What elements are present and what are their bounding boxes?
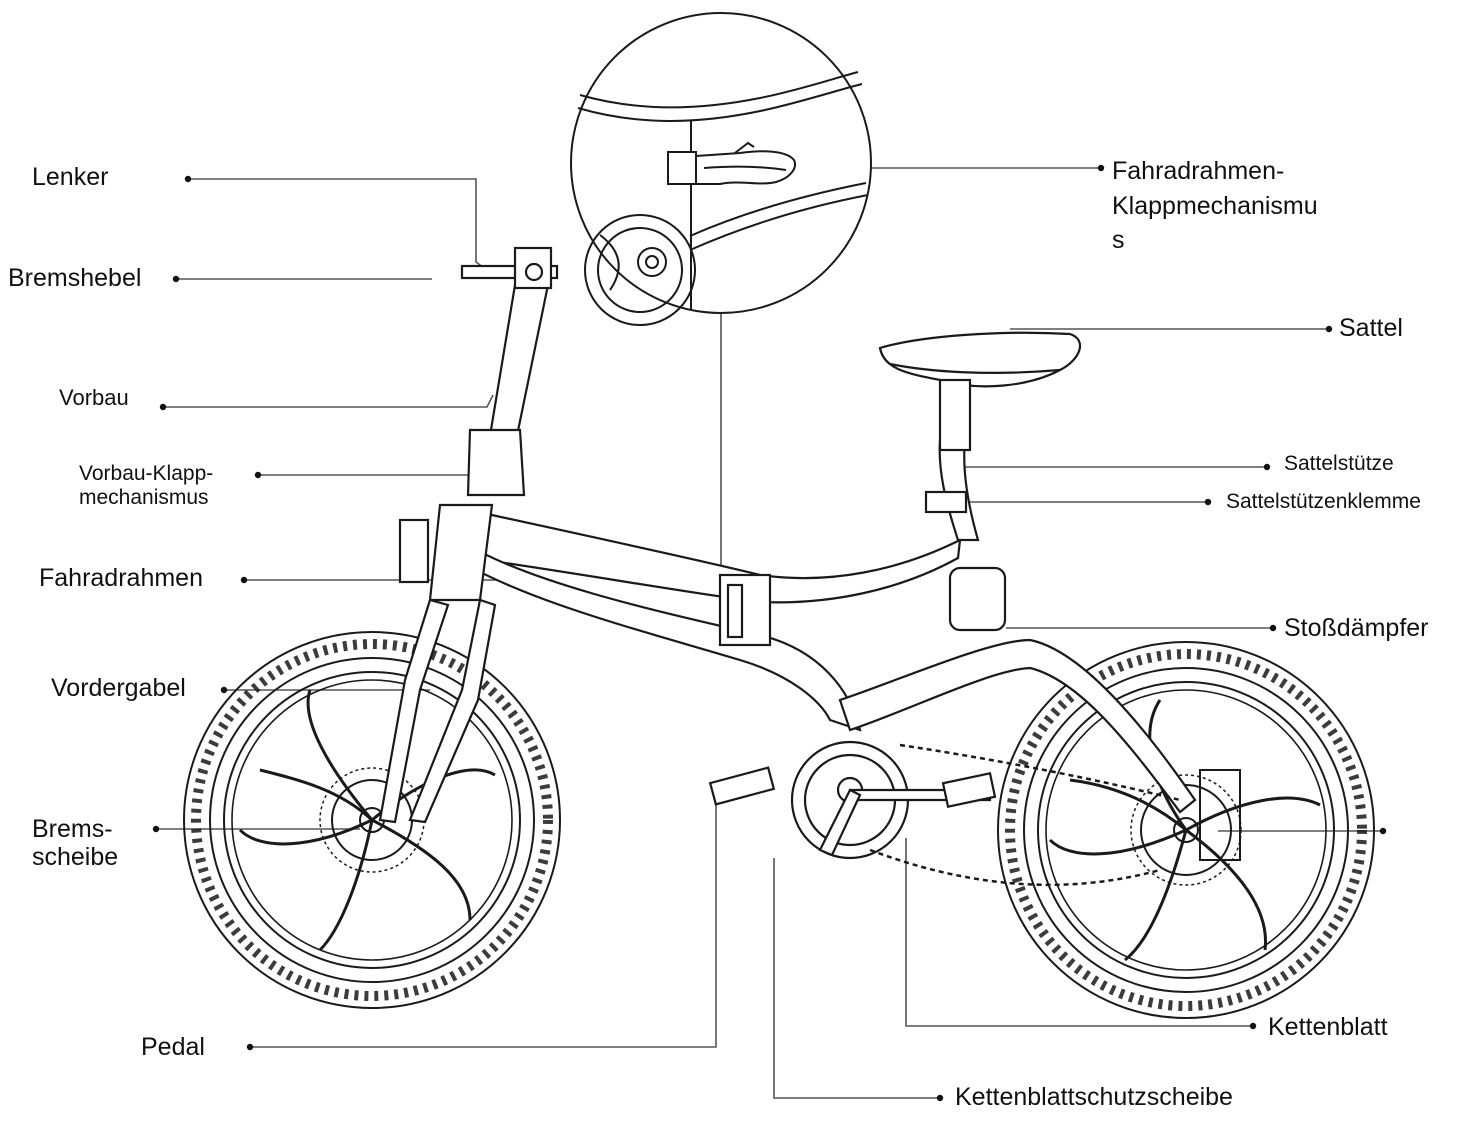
- label-bremshebel: Bremshebel: [8, 264, 142, 292]
- leader-lenker: [188, 178, 485, 269]
- leader-kettenblatt: [905, 838, 1253, 1027]
- label-bremsscheibe-line-1: Brems-: [32, 815, 113, 843]
- label-stossdaempfer: Stoßdämpfer: [1284, 614, 1429, 642]
- label-vorbau: Vorbau: [59, 385, 129, 410]
- label-vorbau-klapp-line-2: mechanismus: [79, 485, 209, 509]
- label-bremsscheibe-line-2: scheibe: [32, 843, 119, 871]
- magnifier-detail-icon: [570, 12, 872, 326]
- label-pedal: Pedal: [141, 1033, 205, 1061]
- label-sattelstuetzenklemme: Sattelstützenklemme: [1226, 490, 1421, 513]
- label-vorbau-klapp-line-1: Vorbau-Klapp-: [79, 462, 214, 485]
- label-fahrradrahmen-klappmechanismus: Fahradrahmen- Klappmechanismu s: [1112, 154, 1318, 258]
- label-rahmen-klapp-line-1: Fahradrahmen-: [1112, 157, 1285, 185]
- leader-kettenblattschutz: [773, 858, 940, 1099]
- chain: [869, 743, 1181, 887]
- front-wheel: [183, 631, 561, 1009]
- label-rahmen-klapp-line-2: Klappmechanismu: [1112, 191, 1318, 220]
- rear-wheel: [997, 641, 1375, 1019]
- leader-dots: [152, 164, 1387, 1102]
- label-kettenblattschutzscheibe: Kettenblattschutzscheibe: [955, 1083, 1233, 1111]
- frame: [378, 246, 1197, 860]
- leader-vorbau: [163, 394, 494, 408]
- label-vordergabel: Vordergabel: [51, 674, 186, 702]
- label-vorbau-klappmechanismus: Vorbau-Klapp- mechanismus: [79, 462, 213, 509]
- label-fahrradrahmen: Fahradrahmen: [39, 564, 203, 592]
- label-kettenblatt: Kettenblatt: [1268, 1013, 1388, 1041]
- label-sattelstuetze: Sattelstütze: [1284, 452, 1394, 475]
- label-rahmen-klapp-line-3: s: [1112, 226, 1125, 254]
- label-bremsscheibe: Brems- scheibe: [32, 815, 118, 871]
- label-sattel: Sattel: [1339, 314, 1403, 342]
- label-lenker: Lenker: [32, 163, 109, 191]
